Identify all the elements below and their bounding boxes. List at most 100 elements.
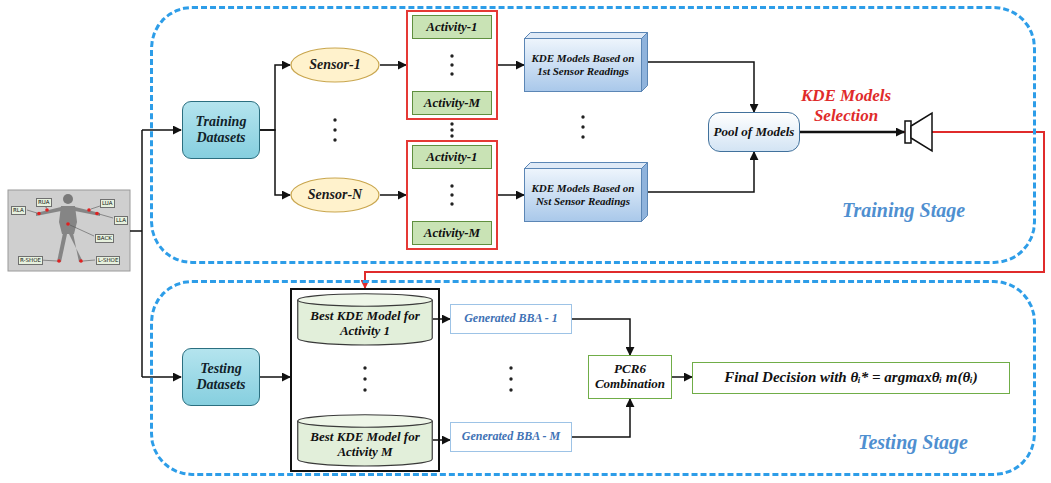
cube-front: [525, 39, 642, 92]
node-label: Best KDE Model for Activity 1: [301, 309, 429, 339]
stage-title: Training Stage: [842, 199, 965, 222]
flow-arrow: [498, 64, 524, 66]
sensor-dot: [79, 259, 83, 263]
sensor-position-label: RLA: [11, 206, 26, 215]
sensor-markers: [37, 208, 99, 263]
activity-group: Activity-1Activity-M: [406, 10, 498, 120]
dot: [363, 366, 366, 369]
kde-model-box: KDE Models Based on Nst Sensor Readings: [524, 162, 648, 222]
node-label: Sensor-1: [309, 57, 360, 73]
node-label: Activity-M: [424, 226, 480, 241]
cube-side: [642, 33, 648, 92]
node-label: Sensor-N: [308, 187, 362, 203]
leader-lines: [27, 206, 113, 261]
dot: [581, 135, 584, 138]
dot: [450, 184, 453, 187]
dot: [363, 377, 366, 380]
cylinder-top: [298, 415, 433, 428]
model-cylinder: Best KDE Model for Activity M: [297, 414, 433, 466]
sensor-ellipse: Sensor-1: [290, 47, 380, 83]
wire: [130, 230, 142, 232]
selector-body: [905, 121, 911, 143]
dot: [509, 388, 512, 391]
flow-arrow: [572, 399, 630, 437]
figure-torso: [59, 206, 77, 234]
dataset-box: Testing Datasets: [182, 348, 260, 406]
sensor-dot: [37, 212, 41, 216]
cube-top: [525, 33, 648, 39]
sensor-position-label: R-SHOE: [18, 256, 43, 265]
flow-arrow: [648, 62, 754, 112]
node-label: Generated BBA - 1: [464, 312, 558, 326]
model-group: Best KDE Model for Activity 1 Best KDE Mo…: [290, 288, 440, 472]
flow-arrow: [672, 376, 692, 378]
figure-arm: [75, 207, 100, 216]
kde-model-box: KDE Models Based on 1st Sensor Readings: [524, 32, 648, 92]
node-label: KDE Models Based on Nst Sensor Readings: [527, 182, 639, 207]
combination-box: PCR6 Combination: [588, 355, 672, 399]
model-cylinder: Best KDE Model for Activity 1: [297, 293, 433, 345]
figure-leg: [69, 233, 83, 262]
flow-arrow: [380, 64, 406, 66]
activity-box: Activity-1: [412, 145, 492, 169]
flow-arrow: [380, 194, 406, 196]
cylinder-top: [298, 294, 433, 307]
dot: [509, 366, 512, 369]
node-label: Activity-1: [426, 20, 477, 35]
figure-leg: [57, 233, 67, 262]
sensor-dot: [66, 222, 70, 226]
cube-front: [525, 169, 642, 222]
model-pool-box: Pool of Models: [708, 112, 800, 152]
selector-symbol: [905, 113, 932, 151]
sensor-ellipse: Sensor-N: [290, 177, 380, 213]
dot: [581, 115, 584, 118]
figure-head: [63, 194, 73, 204]
sensor-position-label: LLA: [114, 216, 128, 225]
flow-arrow: [433, 439, 450, 441]
input-wires: [130, 130, 181, 377]
activity-box: Activity-M: [412, 221, 492, 245]
sensor-position-label: BACK: [95, 234, 114, 243]
flow-arrow: [498, 194, 524, 196]
sensor-outline: [291, 48, 379, 82]
stage-region: Training Stage Training Datasets Sensor-1S…: [150, 6, 1036, 264]
dot: [450, 128, 453, 131]
stage-region: Testing StageTesting DatasetsBest KDE Mo…: [150, 280, 1036, 476]
figure-arm: [36, 207, 61, 216]
dot: [450, 134, 453, 137]
body-illustration: [8, 190, 130, 271]
node-label: Pool of Models: [714, 125, 795, 140]
sensor-outline: [291, 178, 379, 212]
dataset-box: Training Datasets: [182, 101, 260, 159]
node-label: Generated BBA - M: [462, 430, 560, 444]
dot: [450, 72, 453, 75]
activity-box: Activity-1: [412, 15, 492, 39]
sensor-dot: [57, 259, 61, 263]
node-label: Activity-1: [426, 150, 477, 165]
node-label: Testing Datasets: [186, 361, 256, 393]
selection-arrow: [800, 131, 904, 133]
dot: [333, 118, 336, 121]
activity-group: Activity-1Activity-M: [406, 140, 498, 250]
node-label: KDE Models Based on 1st Sensor Readings: [527, 52, 639, 77]
node-label: Activity-M: [424, 96, 480, 111]
bba-box: Generated BBA - 1: [450, 304, 572, 334]
stage-title: Testing Stage: [858, 431, 968, 454]
sensor-position-label: LUA: [100, 199, 115, 208]
flow-arrow: [433, 318, 450, 320]
activity-box: Activity-M: [412, 91, 492, 115]
edge-label: KDE Models Selection: [790, 86, 902, 125]
leader-line: [99, 214, 113, 218]
dot: [581, 125, 584, 128]
cube-side: [642, 163, 648, 222]
node-label: Best KDE Model for Activity M: [301, 430, 429, 460]
wire: [142, 376, 181, 378]
selector-cone: [911, 113, 932, 151]
sensor-dot: [45, 208, 49, 212]
dot: [363, 388, 366, 391]
sensor-position-label: L-SHOE: [96, 256, 120, 265]
wire: [141, 130, 143, 377]
flow-arrow: [260, 376, 290, 378]
dot: [450, 193, 453, 196]
leader-line: [91, 206, 100, 209]
